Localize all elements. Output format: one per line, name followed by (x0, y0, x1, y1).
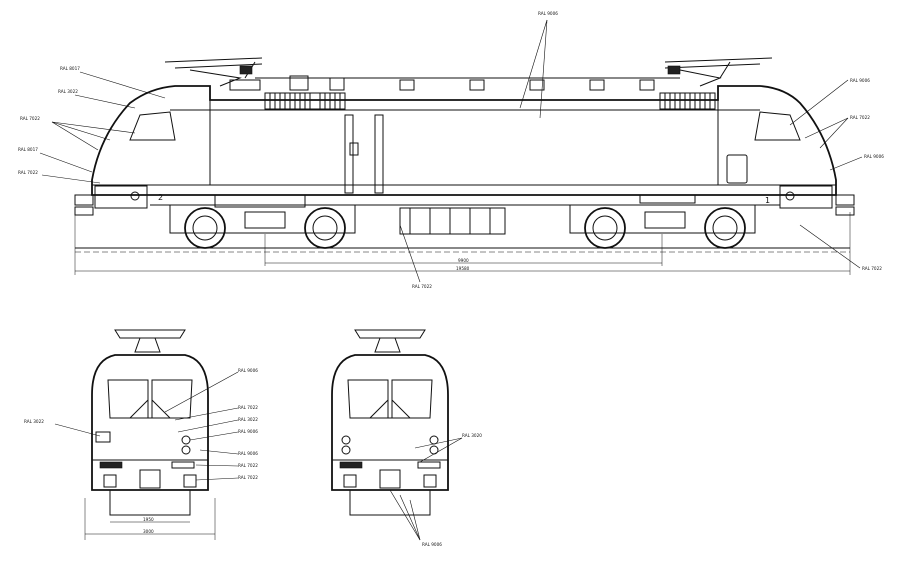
front-a-callouts: RAL 9006 RAL 7022 RAL 3022 RAL 9006 RAL … (24, 368, 258, 481)
callout-front-a-6: RAL 7022 (238, 463, 258, 468)
callout-front-a-2: RAL 7022 (238, 405, 258, 410)
front-b-callouts: RAL 3020 RAL 9006 (389, 433, 482, 547)
callout-side-right-3: RAL 9006 (864, 154, 884, 159)
dimension-overall-length: 19580 (456, 266, 470, 271)
end-plate-right (779, 185, 833, 209)
front-a-dim-2: 3000 (143, 529, 154, 534)
callout-side-left-1: RAL 8017 (60, 66, 80, 71)
cab-window-left (129, 111, 176, 141)
end-plate-left (94, 185, 148, 209)
wheel (304, 207, 346, 249)
front-view-a: 1950 3000 (84, 329, 216, 540)
underframe-equipment (214, 194, 696, 235)
louvre-grille-left (264, 92, 346, 110)
side-door-left (344, 114, 354, 194)
buffers-right (835, 194, 855, 216)
end-number-left: 2 (158, 193, 163, 202)
callout-front-b-1: RAL 3020 (462, 433, 482, 438)
wheel (704, 207, 746, 249)
end-number-right: 1 (765, 196, 770, 205)
buffers-left (74, 194, 94, 216)
callout-front-a-1: RAL 9006 (238, 368, 258, 373)
cab-window-right (754, 111, 801, 141)
car-body-outline (91, 85, 837, 196)
side-door-right (374, 114, 384, 194)
callout-front-a-5: RAL 9006 (238, 451, 258, 456)
callout-side-left-5: RAL 7022 (18, 170, 38, 175)
coupler-left (130, 191, 140, 201)
callout-top-roof: RAL 9006 (538, 11, 558, 16)
callout-side-right-1: RAL 9006 (850, 78, 870, 83)
wheel (184, 207, 226, 249)
side-callouts: RAL 9006 RAL 8017 RAL 3022 RAL 7022 RAL … (18, 11, 884, 289)
callout-side-right-2: RAL 7022 (850, 115, 870, 120)
bogie-right (569, 204, 756, 249)
dimension-lines (74, 212, 851, 275)
pantograph-left (164, 57, 263, 87)
roof-equipment (229, 75, 680, 91)
callout-front-b-2: RAL 9006 (422, 542, 442, 547)
bogie-left (169, 204, 356, 249)
wheel (584, 207, 626, 249)
front-a-dim-1: 1950 (143, 517, 154, 522)
door-window (349, 142, 359, 156)
coupler-right (785, 191, 795, 201)
callout-front-a-3: RAL 3022 (238, 417, 258, 422)
callout-front-a-left: RAL 3022 (24, 419, 44, 424)
louvre-grille-right (659, 92, 716, 110)
callout-side-left-2: RAL 3022 (58, 89, 78, 94)
callout-front-a-4: RAL 9006 (238, 429, 258, 434)
callout-side-right-4: RAL 7022 (862, 266, 882, 271)
pantograph-right (664, 57, 773, 87)
side-view: 2 1 (74, 57, 855, 275)
dimension-bogie-centres: 9900 (458, 258, 469, 263)
callout-bogie-bottom: RAL 7022 (412, 284, 432, 289)
cab-door-right (726, 154, 748, 184)
callout-front-a-7: RAL 7022 (238, 475, 258, 480)
callout-side-left-4: RAL 8017 (18, 147, 38, 152)
front-view-b (331, 329, 449, 516)
callout-side-left-3: RAL 7022 (20, 116, 40, 121)
